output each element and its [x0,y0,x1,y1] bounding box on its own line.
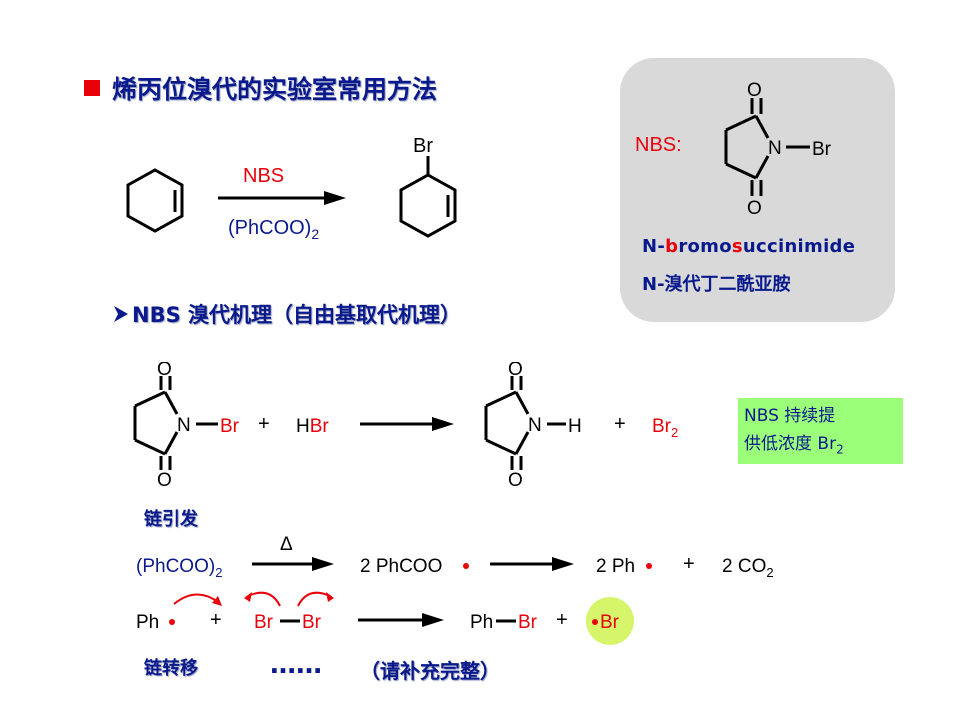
succinimide-nitrogen: N [528,415,542,436]
bromocyclohexene-structure [399,156,457,238]
hbr-reagent: HBr [296,416,329,437]
allylic-bromination-scheme: NBS (PhCOO)2 Br [126,135,457,242]
product-br-atom: Br [413,135,433,157]
nbs-bromine: Br [812,139,832,160]
arrowhead-icon [326,592,334,602]
succinimide-hydrogen: H [568,416,582,437]
cyclohexene-structure [126,168,184,233]
heat-symbol: Δ [280,534,293,555]
nbs-label: NBS: [635,134,682,156]
reagent-nbs: NBS [243,165,284,187]
bromine-radical-highlight [586,597,634,645]
succinimide-oxygen-bottom: O [508,470,523,487]
initiation-arrow-2 [490,557,574,571]
peroxide-reactant: (PhCOO)2 [136,556,222,580]
plus-sign-5: + [556,609,568,631]
nbs-structure: NBS: O O N Br [635,80,832,218]
nbs-oxygen-bottom: O [747,198,762,218]
bromine-radical: Br [600,612,620,633]
square-bullet-icon [84,80,100,96]
reactant-bromine: Br [220,416,240,437]
nbs-hbr-equation: O O N Br + HBr O O N H + Br2 [133,362,678,487]
phenyl-radical-reactant: Ph [136,612,159,633]
fishhook-arrows [173,591,331,607]
bromobenzene-ph: Ph [470,612,493,633]
slide-title: 烯丙位溴代的实验室常用方法 [84,70,437,106]
ellipsis: …… [270,650,322,680]
plus-sign-3: + [683,553,695,575]
fill-in-prompt: （请补充完整） [360,659,500,683]
reactant-nitrogen: N [177,415,191,436]
reaction-arrow [218,191,346,205]
bromine-atom-right: Br [302,612,322,633]
nbs-nitrogen: N [768,138,782,159]
bromobenzene-br: Br [518,612,538,633]
radical-dot [646,563,652,569]
benzoyloxy-radical: 2 PhCOO [360,556,442,577]
note-line-1: NBS 持续提 [744,406,836,426]
carbon-dioxide: 2 CO2 [722,556,774,580]
low-br2-note: NBS 持续提 供低浓度 Br2 [738,398,903,464]
nbs-info-panel [620,58,895,322]
reactant-oxygen-bottom: O [157,470,172,487]
nbs-oxygen-top: O [747,80,762,101]
initiation-arrow-1 [252,557,334,571]
initiator-label: (PhCOO)2 [228,217,319,242]
nbs-english-name: N-bromosuccinimide [642,236,856,257]
mechanism-heading: NBS 溴代机理（自由基取代机理） [114,299,461,329]
radical-dot [592,619,598,625]
initiation-label: 链引发 [144,509,198,530]
note-line-2: 供低浓度 Br2 [744,434,844,457]
arrow-bullet-icon [114,306,128,322]
arrowhead-icon [244,592,252,602]
plus-sign-4: + [210,609,222,631]
initiation-equation: Δ (PhCOO)2 2 PhCOO 2 Ph + 2 CO2 Ph + Br … [136,534,774,645]
bromine-atom-left: Br [254,612,274,633]
phenyl-radical: 2 Ph [596,556,635,577]
plus-sign: + [258,413,270,435]
arrowhead-icon [212,596,222,606]
nbs-chinese-name: N-溴代丁二酰亚胺 [642,274,791,295]
propagation-arrow [358,613,444,627]
transfer-label: 链转移 [144,658,198,679]
bromine-product: Br2 [652,416,678,440]
succinimide-oxygen-top: O [508,362,523,380]
slide-title-text: 烯丙位溴代的实验室常用方法 [112,75,438,104]
plus-sign-2: + [614,413,626,435]
step1-arrow [360,417,454,431]
reactant-oxygen-top: O [157,362,172,380]
radical-dot [169,619,175,625]
radical-dot [463,563,469,569]
